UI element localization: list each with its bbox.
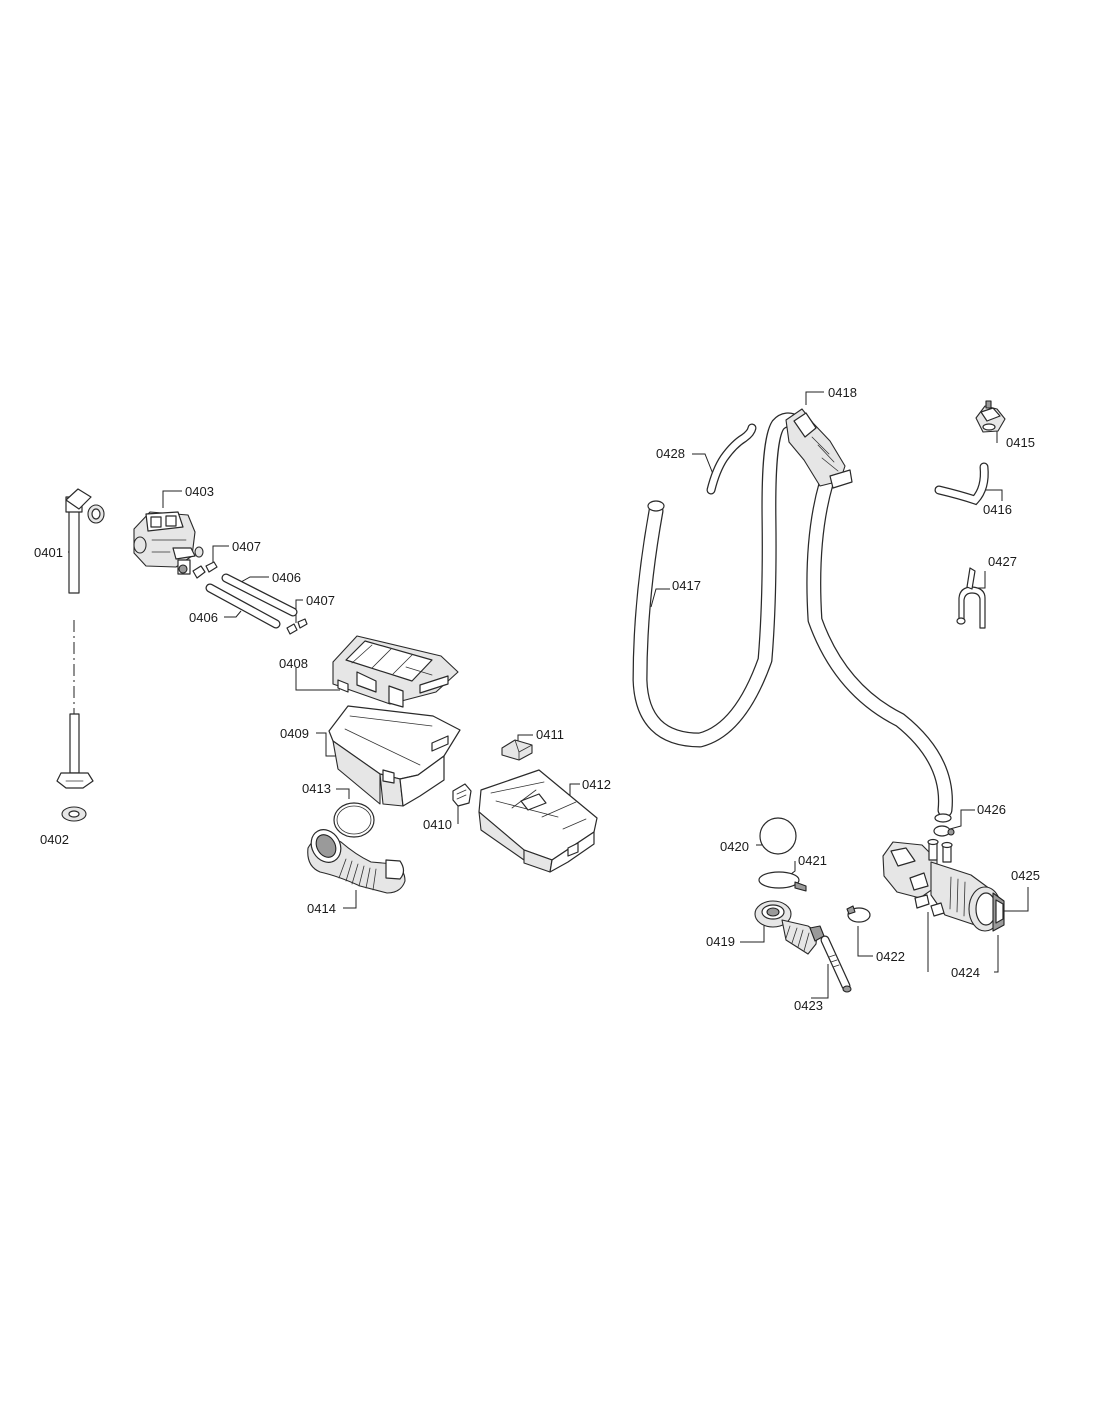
label-0407-lower: 0407 xyxy=(306,593,335,608)
label-0423: 0423 xyxy=(794,998,823,1013)
gasket-ring-0413 xyxy=(333,802,375,838)
inlet-hoses-0406 xyxy=(205,573,298,629)
inlet-pipe-0401 xyxy=(56,488,105,789)
sump-hose-0419 xyxy=(754,900,825,955)
detergent-drawer-0412 xyxy=(478,769,598,873)
label-0406-upper: 0406 xyxy=(272,570,301,585)
label-0416: 0416 xyxy=(983,502,1012,517)
washer-0402 xyxy=(61,806,87,822)
part-labels: 0401 0402 0403 0406 0406 0407 0407 0408 … xyxy=(34,385,1040,1013)
label-0402: 0402 xyxy=(40,832,69,847)
label-0427: 0427 xyxy=(988,554,1017,569)
label-0409: 0409 xyxy=(280,726,309,741)
label-0421: 0421 xyxy=(798,853,827,868)
dispenser-housing-0409 xyxy=(328,705,461,807)
dispenser-cover-0408 xyxy=(332,635,459,708)
label-0425: 0425 xyxy=(1011,868,1040,883)
label-0418: 0418 xyxy=(828,385,857,400)
label-0417: 0417 xyxy=(672,578,701,593)
label-0420: 0420 xyxy=(720,839,749,854)
drain-hose-0418 xyxy=(785,408,953,823)
label-0422: 0422 xyxy=(876,949,905,964)
label-0415: 0415 xyxy=(1006,435,1035,450)
label-0410: 0410 xyxy=(423,817,452,832)
label-0413: 0413 xyxy=(302,781,331,796)
label-0428: 0428 xyxy=(656,446,685,461)
drain-hose-0417 xyxy=(632,412,805,748)
pressure-tube-0416 xyxy=(934,462,989,506)
label-0419: 0419 xyxy=(706,934,735,949)
inlet-valve-0403 xyxy=(133,511,204,575)
label-0424: 0424 xyxy=(951,965,980,980)
leader-lines xyxy=(68,391,1029,999)
clip-0411 xyxy=(501,739,533,761)
bracket-0427 xyxy=(956,567,986,629)
label-0403: 0403 xyxy=(185,484,214,499)
hose-clamp-0426 xyxy=(933,825,955,837)
label-0412: 0412 xyxy=(582,777,611,792)
heater-rod-0423 xyxy=(820,935,852,993)
label-0426: 0426 xyxy=(977,802,1006,817)
pressure-switch-0415 xyxy=(975,400,1006,433)
label-0411: 0411 xyxy=(536,727,564,742)
label-0414: 0414 xyxy=(307,901,336,916)
label-0407-upper: 0407 xyxy=(232,539,261,554)
label-0408: 0408 xyxy=(279,656,308,671)
hose-clamp-0421 xyxy=(758,871,807,892)
label-0401: 0401 xyxy=(34,545,63,560)
small-hose-0428 xyxy=(706,423,757,495)
hose-clamp-0422 xyxy=(846,905,871,923)
seal-ring-0420 xyxy=(759,817,797,855)
label-0406-lower: 0406 xyxy=(189,610,218,625)
hose-clamps-0407 xyxy=(192,561,308,635)
pump-filter-0425 xyxy=(968,886,1005,932)
seal-0410 xyxy=(452,783,472,807)
bellow-hose-0414 xyxy=(307,829,406,894)
